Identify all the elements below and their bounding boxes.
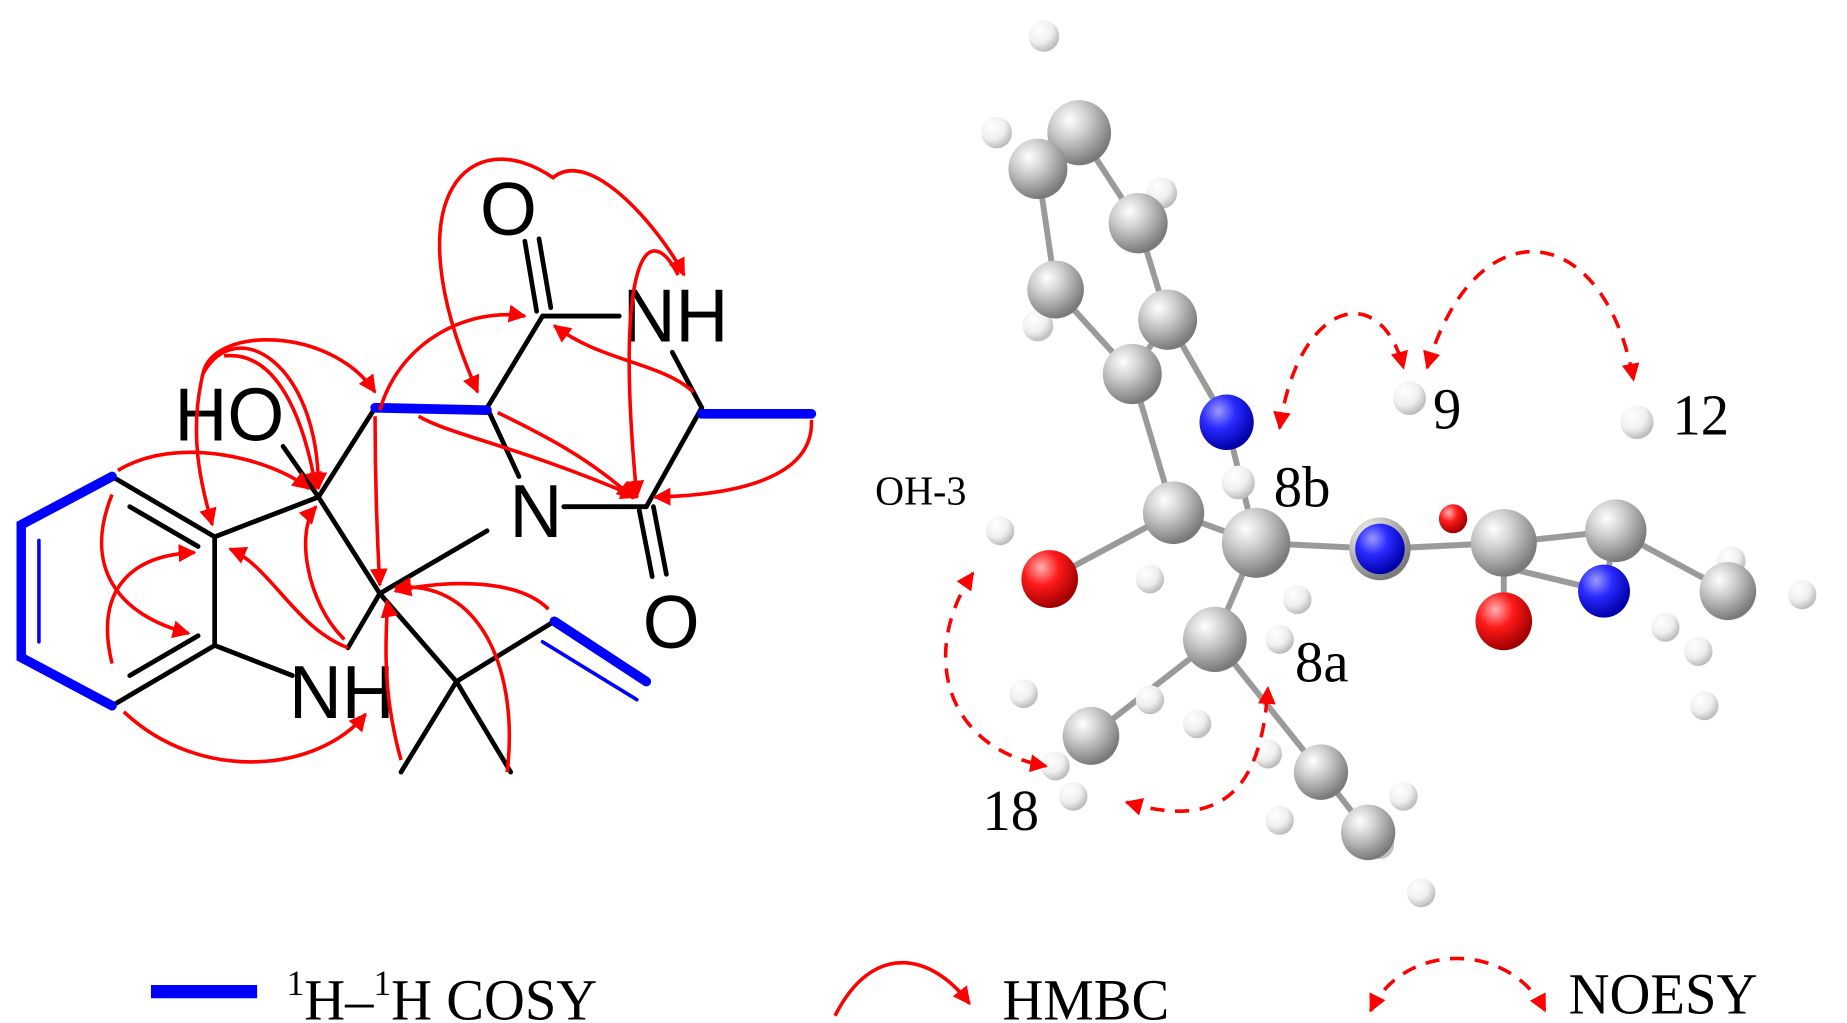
legend-noesy-label: NOESY [1569,963,1758,1023]
atom-o-bottom: O [643,580,700,664]
label-h12: 12 [1672,384,1729,448]
legend-hmbc-swatch [833,961,971,1017]
legend-cosy-label: 1H–1H COSY [287,963,598,1023]
atom-ho: HO [175,373,285,457]
label-oh3: OH-3 [875,468,966,514]
atom-nh-indoline: NH [289,650,395,734]
legend: 1H–1H COSY HMBC NOESY [150,956,1758,1023]
molecule-3d: 9 12 OH-3 8b 8a 18 [875,20,1817,908]
legend-noesy-swatch [1368,956,1547,1013]
label-h9: 9 [1433,378,1461,442]
label-h18: 18 [982,779,1039,843]
atom-n-ring: N [510,469,563,553]
atom-nh-amide: NH [623,274,729,358]
model-atoms [981,20,1817,908]
atom-o-top: O [480,167,537,251]
noesy-arrows [943,250,1640,816]
label-h8a: 8a [1295,631,1348,695]
legend-hmbc-label: HMBC [1003,969,1170,1023]
hmbc-arrows [99,157,814,773]
label-h8b: 8b [1274,456,1331,520]
structure-2d: O NH HO N O NH [16,157,817,775]
black-bonds [109,236,705,775]
cosy-bonds [16,402,817,711]
